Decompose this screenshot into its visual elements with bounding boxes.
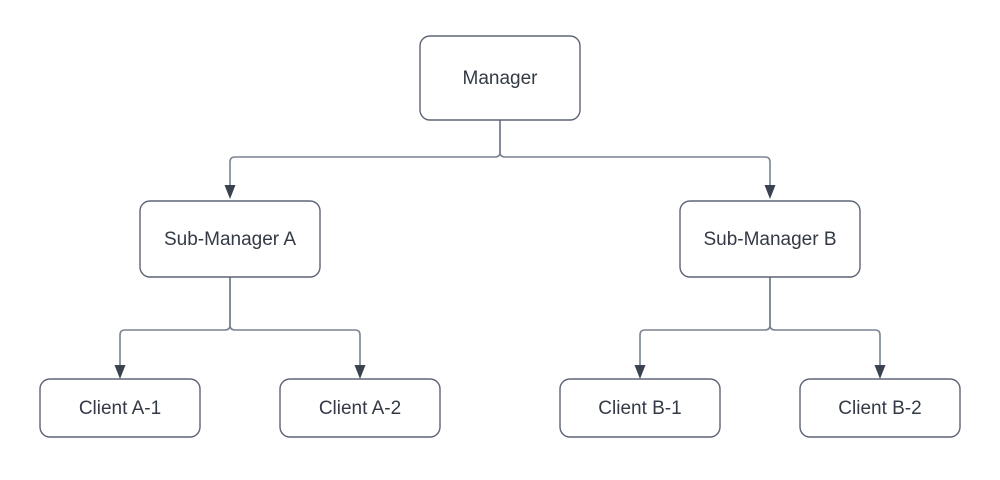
connector-manager-to-sub-manager-b — [499, 120, 776, 199]
connector-sub-manager-b-to-client-b-1 — [634, 277, 771, 379]
connectors-layer — [114, 120, 886, 379]
arrowhead-icon — [224, 185, 236, 199]
node-label: Client A-2 — [319, 398, 401, 419]
node-box[interactable] — [419, 35, 581, 121]
node-manager[interactable]: Manager — [419, 35, 581, 121]
connector-sub-manager-b-to-client-b-2 — [769, 277, 886, 379]
node-label: Client B-1 — [598, 398, 681, 419]
node-client-a-2[interactable]: Client A-2 — [279, 378, 441, 438]
node-box[interactable] — [139, 200, 321, 278]
connector-line — [119, 277, 231, 366]
connector-sub-manager-a-to-client-a-1 — [114, 277, 231, 379]
connector-line — [499, 120, 771, 186]
connector-manager-to-sub-manager-a — [224, 120, 501, 199]
connector-line — [769, 277, 881, 366]
arrowhead-icon — [354, 365, 366, 379]
node-sub-manager-a[interactable]: Sub-Manager A — [139, 200, 321, 278]
arrowhead-icon — [114, 365, 126, 379]
arrowhead-icon — [764, 185, 776, 199]
node-label: Client A-1 — [79, 398, 161, 419]
node-label: Client B-2 — [838, 398, 921, 419]
node-box[interactable] — [279, 378, 441, 438]
connector-line — [639, 277, 771, 366]
node-label: Manager — [463, 68, 539, 89]
arrowhead-icon — [634, 365, 646, 379]
node-client-b-2[interactable]: Client B-2 — [799, 378, 961, 438]
node-client-a-1[interactable]: Client A-1 — [39, 378, 201, 438]
connector-line — [229, 120, 501, 186]
node-label: Sub-Manager B — [703, 229, 836, 250]
node-sub-manager-b[interactable]: Sub-Manager B — [679, 200, 861, 278]
node-client-b-1[interactable]: Client B-1 — [559, 378, 721, 438]
connector-line — [229, 277, 361, 366]
node-box[interactable] — [39, 378, 201, 438]
node-label: Sub-Manager A — [164, 229, 296, 250]
node-box[interactable] — [679, 200, 861, 278]
node-box[interactable] — [559, 378, 721, 438]
node-box[interactable] — [799, 378, 961, 438]
arrowhead-icon — [874, 365, 886, 379]
connector-sub-manager-a-to-client-a-2 — [229, 277, 366, 379]
